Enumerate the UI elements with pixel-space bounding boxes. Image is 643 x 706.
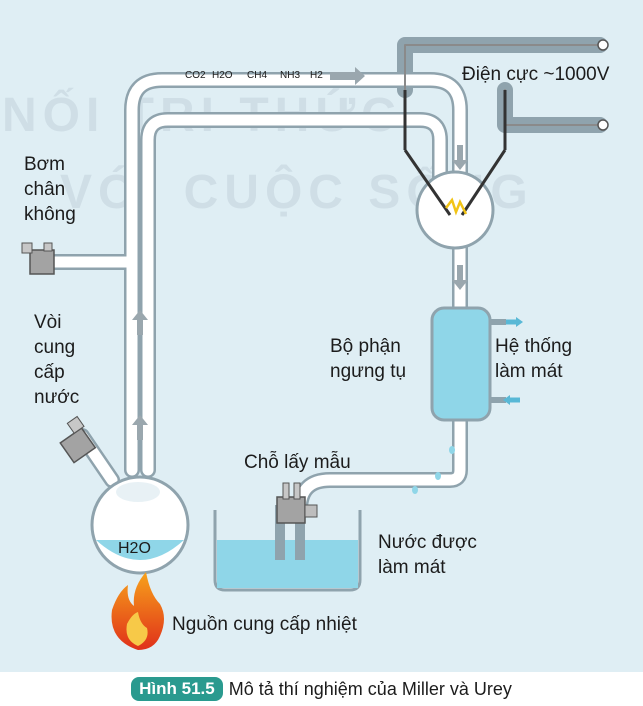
water-inlet-label-line: cung [34, 337, 76, 358]
vacuum-pump-label-line: Bơm [24, 154, 65, 175]
tubing [47, 37, 608, 518]
cooling-system-label-line: làm mát [495, 361, 563, 382]
condenser [430, 306, 523, 422]
spark-icon [445, 197, 468, 216]
vacuum-pump-label: Bơm chân không [24, 152, 76, 227]
flow-up-arrow-icon [132, 310, 148, 335]
spark-chamber [403, 90, 507, 250]
figure-caption: Hình 51.5 Mô tả thí nghiệm của Miller và… [0, 672, 643, 706]
electrodes-label: Điện cực ~1000V [462, 64, 610, 85]
flow-right-arrow-icon [330, 67, 365, 85]
vacuum-pump-label-line: chân [24, 179, 66, 200]
flask-water-label: H2O [118, 540, 151, 557]
boiling-flask [90, 475, 190, 575]
droplets [412, 446, 455, 494]
flame-icon [111, 572, 164, 650]
heat-source-label: Nguồn cung cấp nhiệt [172, 614, 357, 635]
condenser-label-line: Bộ phận [330, 336, 401, 357]
electrode-terminal-top [597, 39, 609, 51]
figure-tag: Hình 51.5 [131, 677, 223, 701]
cooling-system-label: Hệ thống làm mát [495, 334, 572, 384]
condenser-label: Bộ phận ngưng tụ [330, 334, 406, 384]
u-trap [213, 505, 362, 592]
flow-down-arrow-icon [452, 145, 468, 170]
gas-co2: CO2 [185, 70, 206, 81]
figure-caption-text: Mô tả thí nghiệm của Miller và Urey [228, 678, 512, 699]
gas-nh3: NH3 [280, 70, 300, 81]
vacuum-pump-valve [21, 242, 55, 275]
gas-h2: H2 [310, 70, 323, 81]
cooled-water-label: Nước được làm mát [378, 530, 477, 580]
cooling-system-label-line: Hệ thống [495, 336, 573, 357]
cooled-water-label-line: Nước được [378, 532, 477, 553]
sampling-point-label: Chỗ lấy mẫu [244, 452, 351, 473]
condenser-label-line: ngưng tụ [330, 361, 407, 382]
flow-down-arrow-icon [452, 265, 468, 290]
water-inlet-valve [59, 415, 97, 464]
sampling-valve [276, 482, 318, 524]
gas-ch4: CH4 [247, 70, 267, 81]
gas-list: CO2 H2O CH4 NH3 H2 [185, 70, 323, 81]
flow-arrows [132, 67, 468, 440]
water-inlet-label-line: Vòi [34, 312, 62, 333]
cooled-water-label-line: làm mát [378, 557, 446, 578]
water-inlet-label-line: cấp [34, 362, 65, 383]
flow-up-arrow-icon [132, 415, 148, 440]
vapor-cloud-icon [116, 482, 160, 502]
electrode-terminal-bottom [597, 119, 609, 131]
water-inlet-label-line: nước [34, 387, 80, 408]
gas-h2o: H2O [212, 70, 233, 81]
vacuum-pump-label-line: không [24, 204, 76, 225]
water-inlet-label: Vòi cung cấp nước [34, 310, 79, 410]
